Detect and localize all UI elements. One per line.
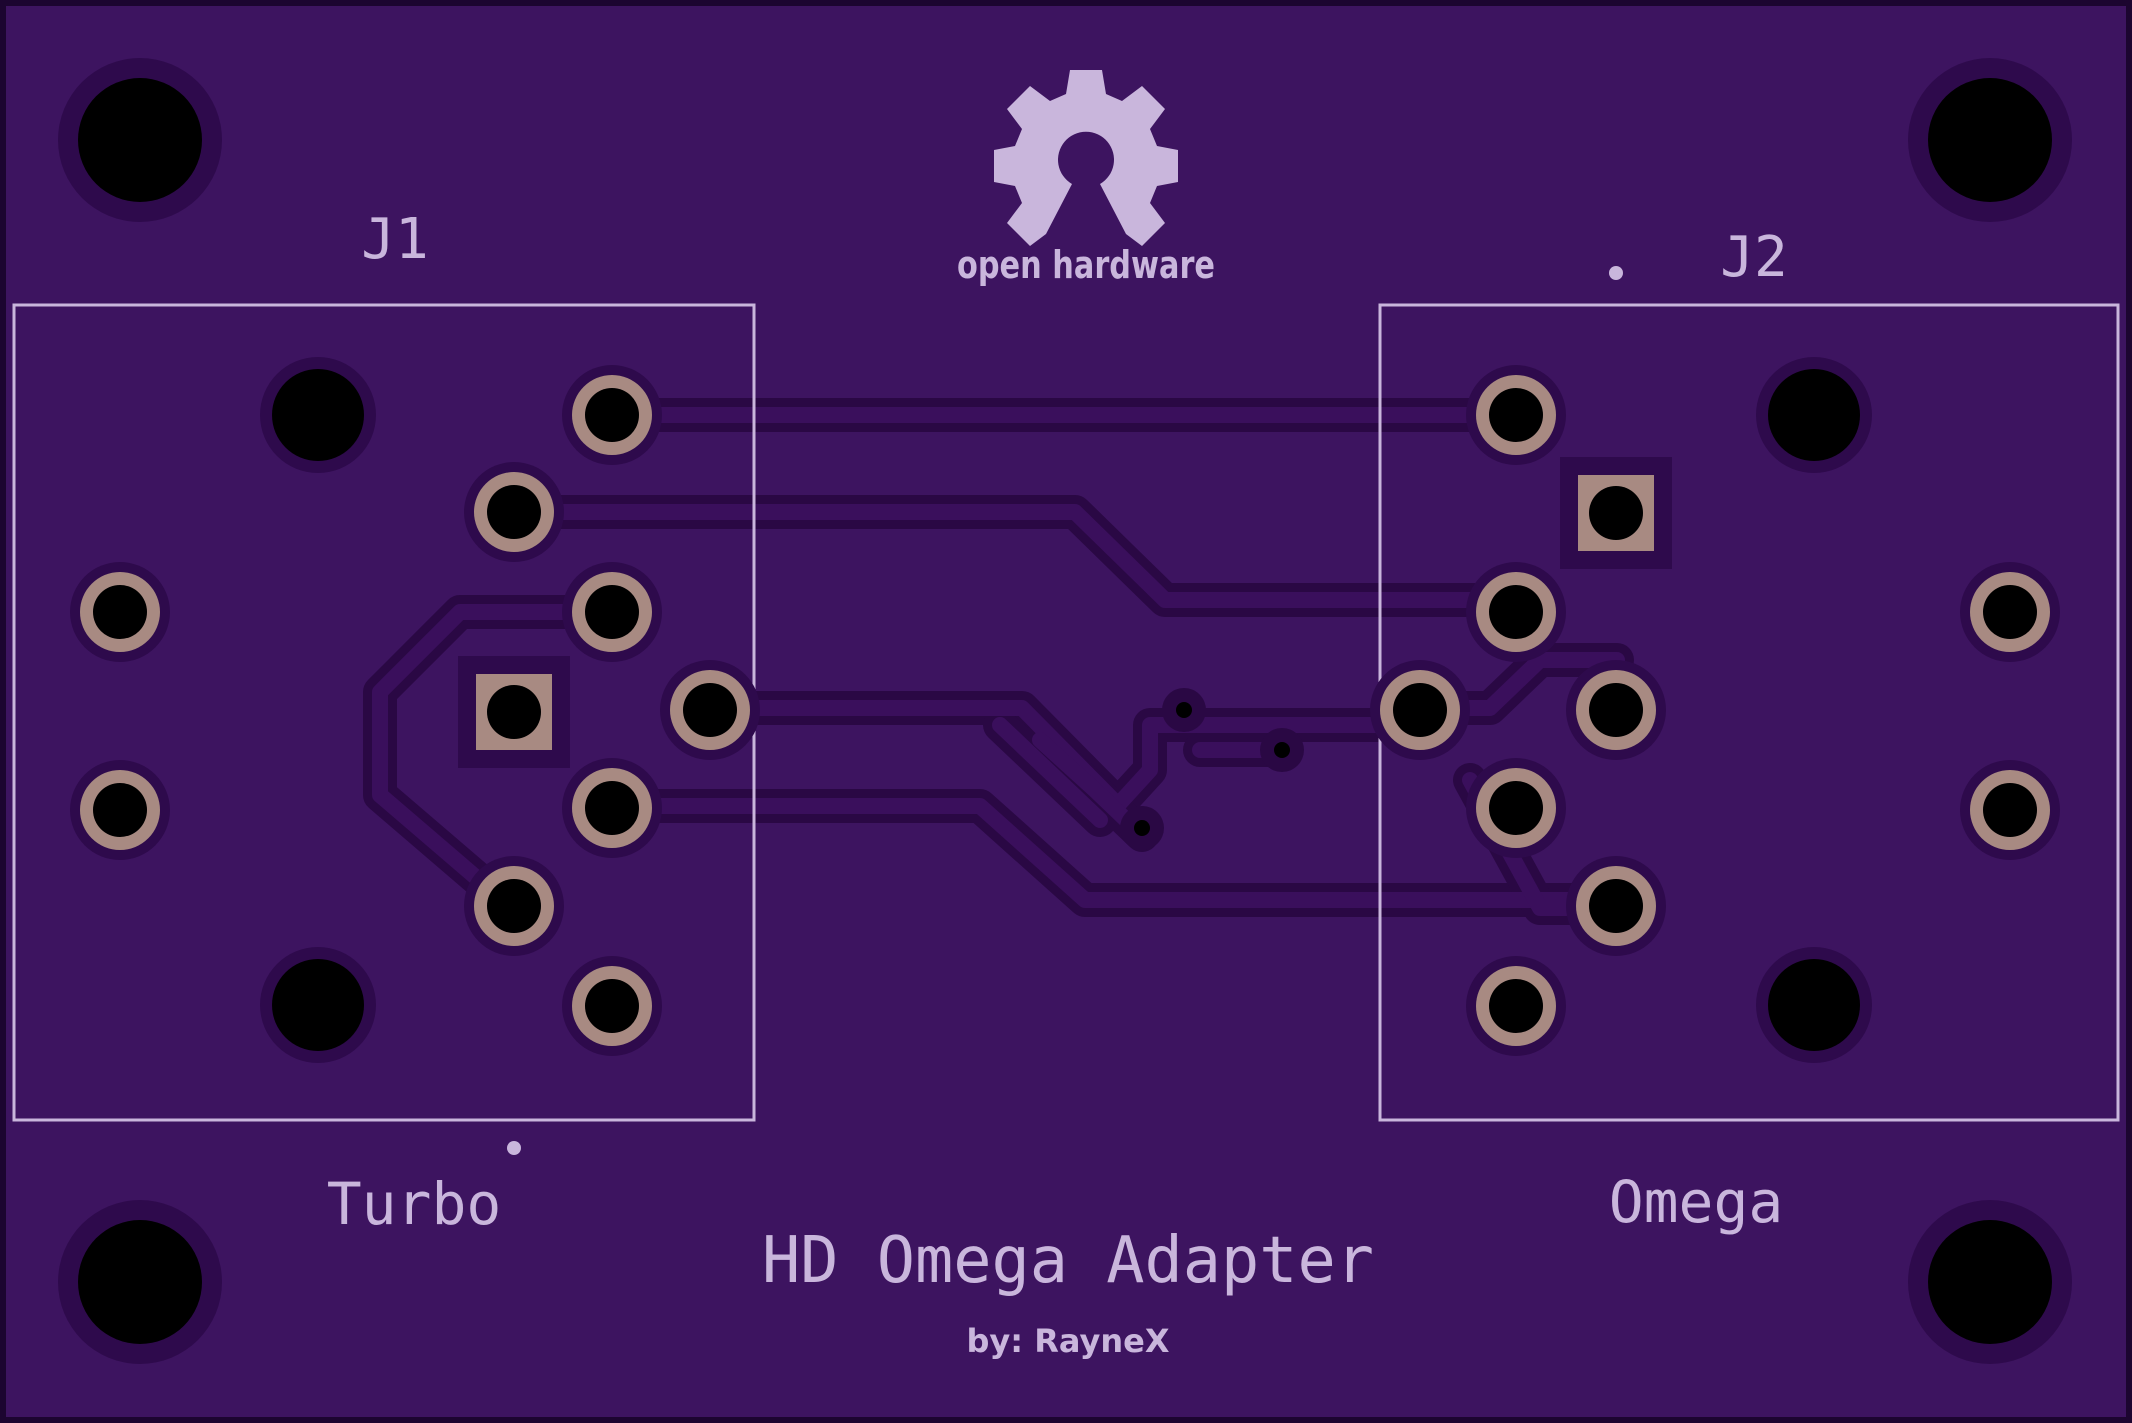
j2-connector [1370,357,2060,1063]
j2-label: J2 [1720,225,1787,290]
via [1134,820,1150,836]
j1-pad-hole [93,783,147,837]
j1-pad-hole [487,879,541,933]
j2-shield-hole [1768,959,1860,1051]
j2-pad-hole [1489,979,1543,1033]
board-title: HD Omega Adapter [762,1224,1374,1298]
j2-pad-hole [1983,783,2037,837]
j1-pad-hole [487,685,541,739]
j1-shield-hole [272,369,364,461]
j2-pin-pads [1370,365,2060,1056]
j1-pad-hole [585,388,639,442]
j2-pad-hole [1489,781,1543,835]
j2-shield-hole [1768,369,1860,461]
j2-pin1-marker [1609,266,1623,280]
mounting-hole [78,78,202,202]
j1-pad-hole [93,585,147,639]
j1-pad-hole [487,485,541,539]
board-substrate [6,6,2126,1417]
via [1274,742,1290,758]
j2-pad-hole [1393,683,1447,737]
j2-pad-hole [1589,879,1643,933]
j2-pad-hole [1589,486,1643,540]
j2-pad-hole [1983,585,2037,639]
via [1176,702,1192,718]
turbo-label: Turbo [327,1170,502,1238]
j1-pad-hole [585,585,639,639]
mounting-holes [58,58,2072,1364]
j2-pad-hole [1489,388,1543,442]
author-credit: by: RayneX [967,1322,1170,1360]
omega-label: Omega [1609,1168,1784,1236]
j1-connector [70,357,760,1063]
j1-label: J1 [361,207,428,272]
mounting-hole [78,1220,202,1344]
vias [1120,688,1304,850]
j2-pad-hole [1589,683,1643,737]
j1-pin-pads [70,365,760,1056]
j1-shield-hole [272,959,364,1051]
mounting-hole [1928,78,2052,202]
j1-pad-hole [585,781,639,835]
logo-text: open hardware [957,243,1215,287]
oshw-gear-icon [994,70,1178,246]
j1-pin1-marker [507,1141,521,1155]
j2-pad-hole [1489,585,1543,639]
j1-pad-hole [683,683,737,737]
j1-pad-hole [585,979,639,1033]
mounting-hole [1928,1220,2052,1344]
